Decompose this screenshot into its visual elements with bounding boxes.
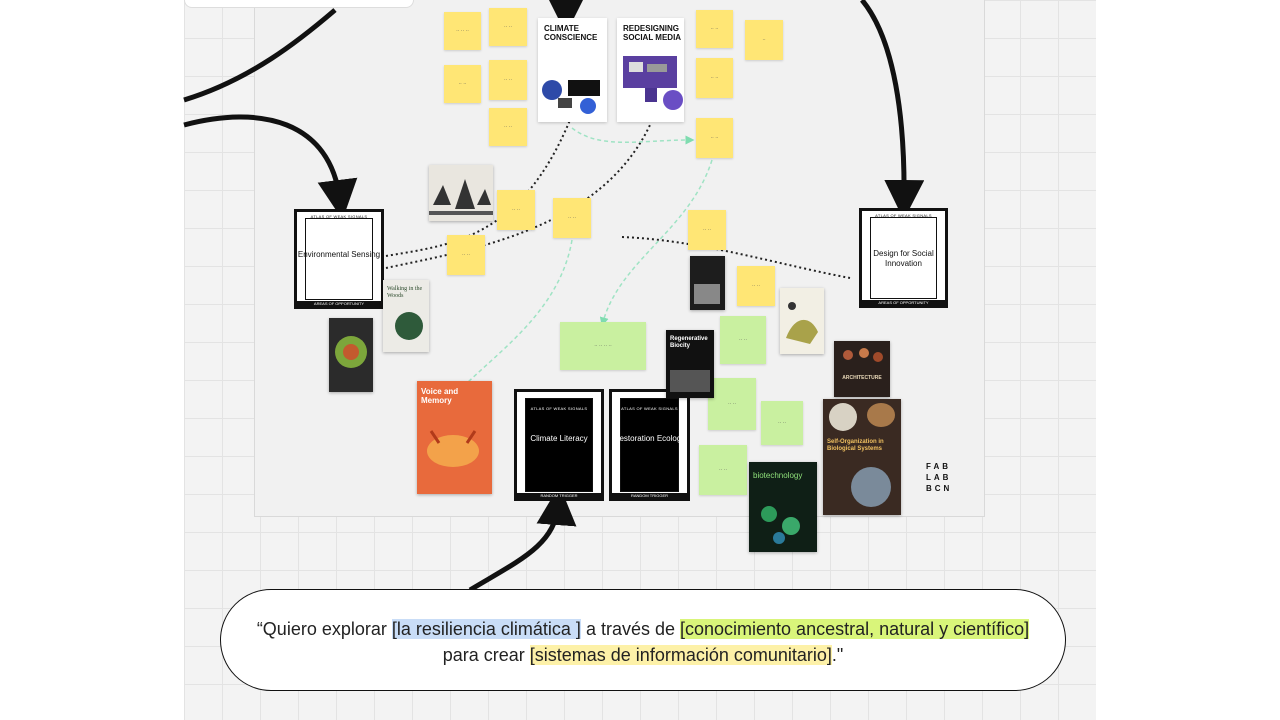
book-voice-and-memory[interactable]: Voice and Memory bbox=[417, 381, 492, 494]
quote-text: a través de bbox=[580, 619, 680, 639]
sticky-note[interactable]: ·· ·· bbox=[489, 8, 527, 46]
book-biotechnology[interactable]: biotechnology bbox=[749, 462, 817, 552]
frame-title: Climate Literacy bbox=[530, 434, 588, 444]
sticky-note[interactable]: ·· bbox=[745, 20, 783, 60]
frame-restoration-ecology[interactable]: ATLAS OF WEAK SIGNALS Restoration Ecolog… bbox=[609, 389, 690, 501]
card-title: REDESIGNING SOCIAL MEDIA bbox=[623, 24, 682, 42]
highlight-knowledge: [conocimiento ancestral, natural y cient… bbox=[680, 619, 1030, 639]
sticky-note[interactable]: ·· ·· bbox=[447, 235, 485, 275]
sticky-note[interactable]: ·· ·· bbox=[761, 401, 803, 445]
frame-environmental-sensing[interactable]: ATLAS OF WEAK SIGNALS Environmental Sens… bbox=[294, 209, 384, 309]
quote-text: “Quiero explorar bbox=[256, 619, 392, 639]
frame-header: ATLAS OF WEAK SIGNALS bbox=[530, 406, 588, 411]
frame-header: ATLAS OF WEAK SIGNALS bbox=[875, 213, 932, 218]
frame-design-social-innovation[interactable]: ATLAS OF WEAK SIGNALS Design for Social … bbox=[859, 208, 948, 308]
biocity-art bbox=[670, 370, 710, 392]
green-dashed-3 bbox=[458, 239, 573, 392]
frame-title: Design for Social Innovation bbox=[873, 248, 934, 268]
logo-line: BCN bbox=[926, 484, 953, 493]
frame-header: ATLAS OF WEAK SIGNALS bbox=[621, 406, 678, 411]
book-dark-small[interactable] bbox=[690, 256, 725, 310]
quote-line-1: “Quiero explorar [la resiliencia climáti… bbox=[221, 619, 1065, 640]
sticky-note[interactable]: ·· ·· bbox=[553, 198, 591, 238]
frame-footer: AREAS OF OPPORTUNITY bbox=[297, 301, 381, 306]
portrait-illustration bbox=[335, 336, 367, 368]
sticky-note[interactable]: ·· ·· bbox=[696, 118, 733, 158]
frame-footer: AREAS OF OPPORTUNITY bbox=[862, 300, 945, 305]
book-self-organization[interactable]: Self-Organization in Biological Systems bbox=[823, 399, 901, 515]
quote-bubble[interactable]: “Quiero explorar [la resiliencia climáti… bbox=[220, 589, 1066, 691]
arrow-from-quote bbox=[468, 485, 577, 593]
sticky-note[interactable]: ·· ·· bbox=[489, 60, 527, 100]
book-dark-portrait[interactable] bbox=[329, 318, 373, 392]
social-media-illustration bbox=[623, 56, 683, 110]
fablab-logo: FAB LAB BCN bbox=[926, 461, 966, 493]
woods-illustration bbox=[395, 312, 423, 340]
arrow-to-env-sensing bbox=[183, 114, 358, 220]
card-redesigning-social-media[interactable]: REDESIGNING SOCIAL MEDIA bbox=[617, 18, 684, 122]
quote-text: para crear bbox=[442, 645, 530, 665]
book-productive-archive[interactable] bbox=[780, 288, 824, 354]
logo-line: FAB bbox=[926, 462, 951, 471]
highlight-information-systems: [sistemas de información comunitario] bbox=[529, 645, 832, 665]
frame-inner bbox=[525, 398, 593, 492]
bull-illustration bbox=[427, 430, 479, 467]
book-title: Voice and Memory bbox=[421, 387, 459, 405]
book-title: Self-Organization in Biological Systems bbox=[827, 439, 884, 452]
frame-header: ATLAS OF WEAK SIGNALS bbox=[310, 214, 368, 219]
bird-illustration bbox=[786, 302, 818, 344]
book-etching[interactable] bbox=[429, 165, 493, 221]
sticky-note[interactable]: ·· ·· ·· ·· bbox=[560, 322, 646, 370]
sticky-note[interactable]: ·· ·· bbox=[696, 10, 733, 48]
frame-inner bbox=[305, 218, 373, 300]
frame-footer: RANDOM TRIGGER bbox=[612, 493, 687, 498]
dotted-link-1 bbox=[385, 119, 571, 257]
green-dashed-1 bbox=[571, 127, 695, 145]
frame-footer: RANDOM TRIGGER bbox=[517, 493, 601, 498]
quote-line-2: para crear [sistemas de información comu… bbox=[221, 645, 1065, 666]
logo-line: LAB bbox=[926, 473, 952, 482]
book-regenerative-biocity[interactable]: Regenerative Biocity bbox=[666, 330, 714, 398]
etching-illustration bbox=[429, 179, 493, 215]
sticky-note[interactable]: ·· ·· bbox=[720, 316, 766, 364]
frame-inner bbox=[870, 217, 937, 299]
book-architecture[interactable]: ARCHITECTURE bbox=[834, 341, 890, 397]
sticky-note[interactable]: ·· ·· ·· bbox=[444, 12, 481, 50]
shells-illustration bbox=[843, 348, 883, 362]
quote-text: ." bbox=[831, 645, 844, 665]
book-walking-in-woods[interactable]: Walking in the Woods bbox=[383, 280, 429, 352]
arrow-to-design-social bbox=[860, 0, 925, 220]
sticky-note[interactable]: ·· ·· bbox=[688, 210, 726, 250]
sticky-note[interactable]: ·· ·· bbox=[737, 266, 775, 306]
frame-climate-literacy[interactable]: ATLAS OF WEAK SIGNALS Climate Literacy R… bbox=[514, 389, 604, 501]
dark-cover-art bbox=[694, 284, 720, 304]
sticky-note[interactable]: ·· ·· bbox=[696, 58, 733, 98]
climate-conscience-illustration bbox=[542, 80, 600, 114]
sticky-note[interactable]: ·· ·· bbox=[489, 108, 527, 146]
frame-title: Environmental Sensing bbox=[297, 249, 381, 259]
card-climate-conscience[interactable]: CLIMATE CONSCIENCE bbox=[538, 18, 607, 122]
book-title: Regenerative Biocity bbox=[670, 336, 708, 349]
card-title: CLIMATE CONSCIENCE bbox=[544, 24, 598, 42]
book-title: biotechnology bbox=[753, 471, 803, 480]
sticky-note[interactable]: ·· ·· bbox=[497, 190, 535, 230]
sticky-note[interactable]: ·· ·· bbox=[699, 445, 747, 495]
book-title: Walking in the Woods bbox=[387, 286, 423, 299]
cells-illustration bbox=[761, 506, 800, 544]
sticky-note[interactable]: ·· ·· bbox=[444, 65, 481, 103]
book-title: ARCHITECTURE bbox=[842, 375, 882, 381]
frame-inner bbox=[620, 398, 679, 492]
frame-title: Restoration Ecology bbox=[613, 434, 686, 444]
highlight-climate-resilience: [la resiliencia climática ] bbox=[391, 619, 581, 639]
arrow-top-left-curve bbox=[183, 8, 337, 103]
butterfly-illustration bbox=[829, 403, 895, 507]
sticky-note[interactable]: ·· ·· bbox=[708, 378, 756, 430]
